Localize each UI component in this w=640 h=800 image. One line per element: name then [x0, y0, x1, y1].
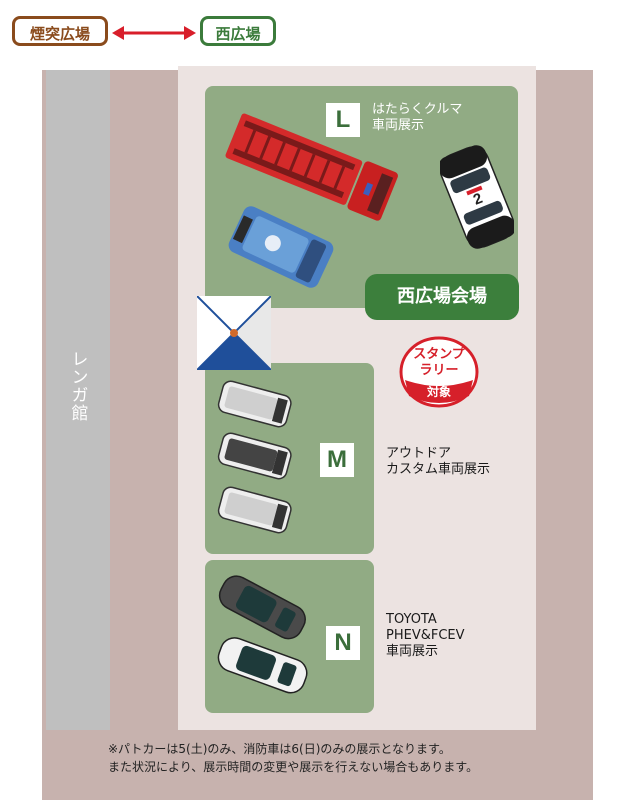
venue-name-badge: 西広場会場: [365, 274, 519, 320]
zone-m-letter: M: [320, 443, 354, 477]
zone-m-description: アウトドア カスタム車両展示: [386, 446, 491, 477]
area-label-nishi[interactable]: 西広場: [200, 16, 276, 46]
zone-n-letter: N: [326, 626, 360, 660]
fire-truck-icon: [225, 113, 398, 221]
building-label: レンガ館: [67, 350, 88, 422]
double-arrow-icon: [112, 26, 196, 40]
zone-n-description: TOYOTA PHEV&FCEV 車両展示: [386, 612, 465, 659]
zone-l-letter: L: [326, 103, 360, 137]
footnote: ※パトカーは5(土)のみ、消防車は6(日)のみの展示となります。 また状況により…: [108, 742, 479, 774]
renga-building: レンガ館: [46, 70, 110, 730]
stamp-rally-line1: スタンプ: [413, 347, 466, 362]
stamp-rally-line2: ラリー: [419, 363, 458, 378]
entrance-flag-icon: [197, 296, 271, 370]
stamp-rally-badge[interactable]: スタンプ ラリー 対象: [399, 336, 479, 408]
sedan-group-icon: [217, 575, 308, 694]
area-label-entotsu[interactable]: 煙突広場: [12, 16, 108, 46]
suv-icon: [228, 206, 334, 288]
zone-l-description: はたらくクルマ 車両展示: [372, 102, 463, 133]
suv-group-icon: [217, 380, 292, 534]
police-car-icon: 2: [440, 145, 514, 249]
stamp-rally-line3: 対象: [426, 384, 451, 399]
